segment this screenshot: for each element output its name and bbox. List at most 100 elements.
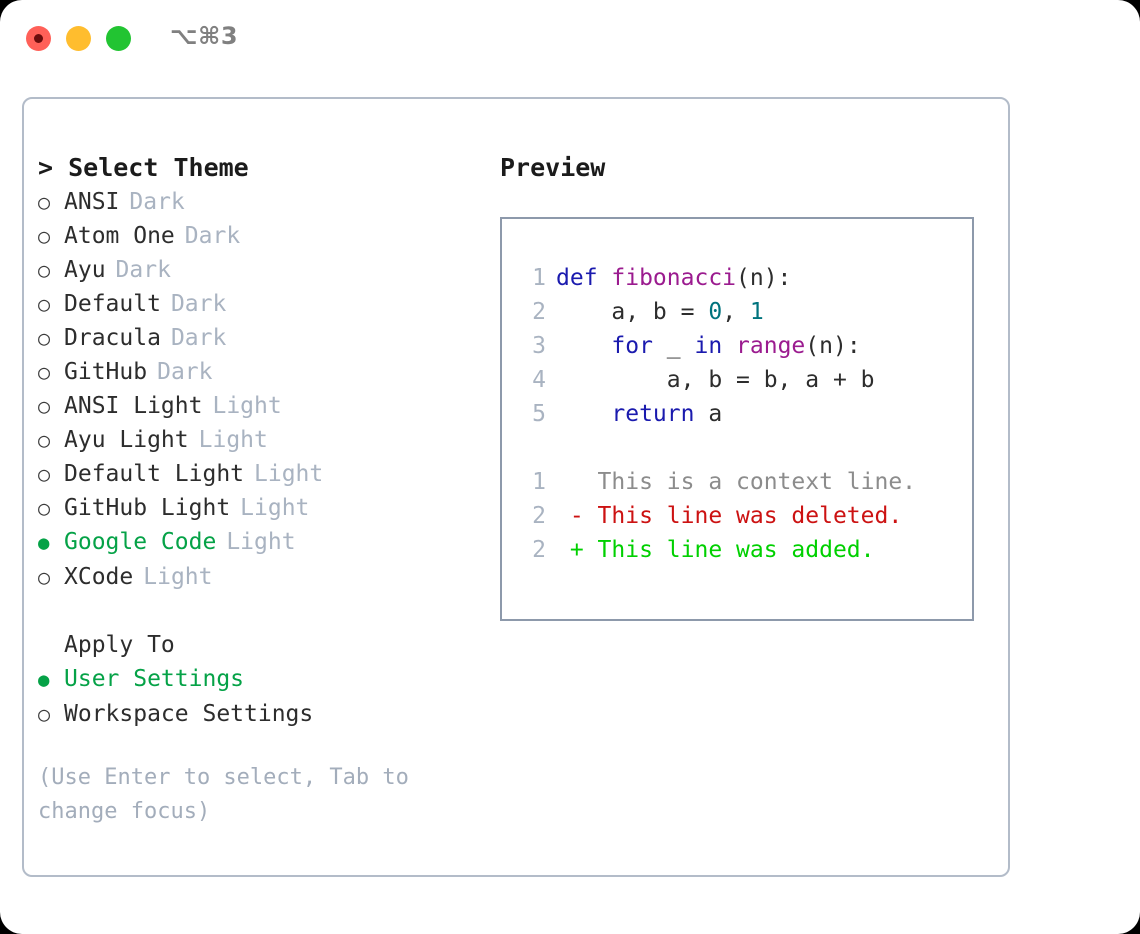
line-number: 2: [532, 537, 546, 563]
code-diff-gap: [502, 431, 972, 465]
theme-option-label: Atom One: [64, 223, 175, 249]
theme-option-label: Ayu: [64, 257, 106, 283]
code-token: return: [611, 401, 695, 427]
theme-option-ayu-light[interactable]: ○ Ayu Light Light: [38, 423, 488, 457]
apply-to-option-label: User Settings: [64, 666, 245, 692]
code-token: def: [556, 265, 612, 291]
radio-empty-icon: ○: [38, 258, 51, 282]
code-token: [722, 333, 736, 359]
line-content: a, b = 0, 1: [556, 295, 764, 329]
apply-to-option-list[interactable]: ●User Settings ○ Workspace Settings: [38, 662, 488, 731]
theme-option-category: Light: [198, 427, 268, 453]
theme-option-label: GitHub: [64, 359, 148, 385]
code-token: a, b = b, a + b: [556, 367, 875, 393]
code-line: 2 a, b = 0, 1: [502, 295, 972, 329]
line-number: 3: [532, 333, 546, 359]
code-token: for: [611, 333, 653, 359]
preview-heading: Preview: [500, 153, 606, 182]
radio-empty-icon: ○: [38, 190, 51, 214]
apply-to-option-label: Workspace Settings: [64, 701, 314, 727]
code-token: This is a context line.: [556, 469, 917, 495]
theme-option-category: Dark: [157, 359, 213, 385]
line-number: 2: [532, 503, 546, 529]
radio-empty-icon: ○: [38, 702, 51, 726]
line-content: This is a context line.: [556, 465, 917, 499]
line-content: + This line was added.: [556, 533, 875, 567]
theme-option-atom-one[interactable]: ○ Atom One Dark: [38, 219, 488, 253]
select-theme-heading: > Select Theme: [38, 153, 249, 182]
radio-empty-icon: ○: [38, 565, 51, 589]
theme-option-label: Google Code: [64, 529, 217, 555]
line-content: for _ in range(n):: [556, 329, 860, 363]
radio-empty-icon: ○: [38, 360, 51, 384]
line-number: 4: [532, 367, 546, 393]
code-token: _: [652, 333, 695, 359]
theme-option-ayu[interactable]: ○ Ayu Dark: [38, 253, 488, 287]
line-content: return a: [556, 397, 722, 431]
theme-option-label: GitHub Light: [64, 495, 231, 521]
code-token: a, b =: [556, 299, 709, 325]
theme-option-label: XCode: [64, 564, 134, 590]
apply-to-heading-row: ○ Apply To: [38, 628, 488, 662]
code-token: - This line was deleted.: [556, 503, 903, 529]
keyboard-hint: (Use Enter to select, Tab to change focu…: [38, 765, 409, 824]
theme-option-default[interactable]: ○ Default Dark: [38, 287, 488, 321]
theme-option-category: Light: [254, 461, 324, 487]
theme-option-github[interactable]: ○ GitHub Dark: [38, 355, 488, 389]
code-token: range: [736, 333, 806, 359]
blank-marker: ○: [38, 628, 64, 662]
theme-option-category: Light: [212, 393, 282, 419]
theme-option-label: Ayu Light: [64, 427, 189, 453]
close-button[interactable]: [26, 26, 51, 51]
apply-to-heading: Apply To: [64, 632, 175, 658]
radio-empty-icon: ○: [38, 428, 51, 452]
theme-option-category: Dark: [115, 257, 171, 283]
code-token: 1: [749, 299, 764, 325]
diff-line: 1 This is a context line.: [502, 465, 972, 499]
code-line: 5 return a: [502, 397, 972, 431]
code-token: [556, 333, 611, 359]
theme-option-label: Default Light: [64, 461, 245, 487]
code-token: + This line was added.: [556, 537, 875, 563]
theme-option-category: Dark: [170, 325, 227, 351]
theme-option-category: Dark: [129, 189, 185, 215]
code-line: 3 for _ in range(n):: [502, 329, 972, 363]
theme-option-xcode[interactable]: ○ XCode Light: [38, 560, 488, 594]
diff-line: 2 - This line was deleted.: [502, 499, 972, 533]
line-number: 1: [532, 265, 546, 291]
code-token: fibonacci: [611, 265, 737, 291]
theme-option-category: Light: [226, 529, 296, 555]
apply-to-option-workspace-settings[interactable]: ○ Workspace Settings: [38, 697, 488, 731]
diff-line: 2 + This line was added.: [502, 533, 972, 567]
theme-option-category: Dark: [170, 291, 227, 317]
title-bar: ⌥⌘3: [0, 0, 1140, 76]
apply-to-option-user-settings[interactable]: ●User Settings: [38, 662, 488, 697]
maximize-button[interactable]: [106, 26, 131, 51]
radio-selected-icon: ●: [38, 532, 50, 554]
radio-empty-icon: ○: [38, 224, 51, 248]
theme-option-label: Default: [64, 291, 161, 317]
theme-option-label: ANSI Light: [64, 393, 203, 419]
code-token: a: [694, 401, 723, 427]
theme-option-category: Light: [240, 495, 310, 521]
window-controls: [26, 26, 131, 51]
radio-empty-icon: ○: [38, 292, 51, 316]
code-token: [556, 401, 611, 427]
minimize-button[interactable]: [66, 26, 91, 51]
theme-option-category: Light: [143, 564, 213, 590]
code-token: ,: [722, 299, 750, 325]
theme-option-google-code[interactable]: ● Google Code Light: [38, 525, 488, 560]
theme-option-category: Dark: [184, 223, 241, 249]
